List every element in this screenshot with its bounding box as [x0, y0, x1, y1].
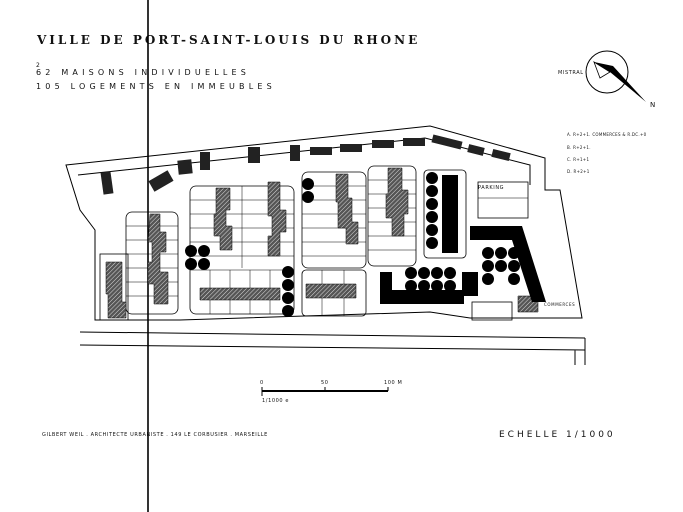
- superscript-mark: 2: [36, 62, 41, 69]
- top-buildings: [100, 134, 511, 195]
- plan-title: VILLE DE PORT-SAINT-LOUIS DU RHONE: [37, 33, 421, 47]
- subtitle-flats: 105 LOGEMENTS EN IMMEUBLES: [36, 82, 276, 91]
- houses: [105, 167, 539, 319]
- trees: [185, 172, 520, 317]
- commerces-label: COMMERCES: [544, 302, 576, 307]
- apartment-blocks: [380, 175, 546, 304]
- legend-item: A. R+2+1. COMMERCES & R.DC.+0: [567, 132, 647, 137]
- parking-label: PARKING: [478, 185, 505, 191]
- mistral-label: MISTRAL: [558, 70, 584, 76]
- compass-icon: [585, 50, 646, 102]
- subtitle-houses: 62 MAISONS INDIVIDUELLES: [36, 68, 251, 77]
- scale-tick-50: 50: [321, 380, 329, 386]
- architect-credit: GILBERT WEIL . ARCHITECTE URBANISTE . 14…: [42, 432, 268, 438]
- scale-caption: 1/1000 e: [262, 398, 290, 404]
- block-outline: [65, 125, 586, 365]
- legend-item: C. R+1+1: [567, 157, 590, 162]
- scale-bar: [261, 387, 389, 396]
- scale-tick-100: 100 M: [384, 380, 403, 386]
- north-label: N: [650, 101, 656, 109]
- legend-item: B. R+2+1.: [567, 145, 591, 150]
- scale-text: ECHELLE 1/1000: [499, 430, 616, 440]
- scale-tick-0: 0: [260, 380, 264, 386]
- legend-item: D. R+2+1: [567, 169, 590, 174]
